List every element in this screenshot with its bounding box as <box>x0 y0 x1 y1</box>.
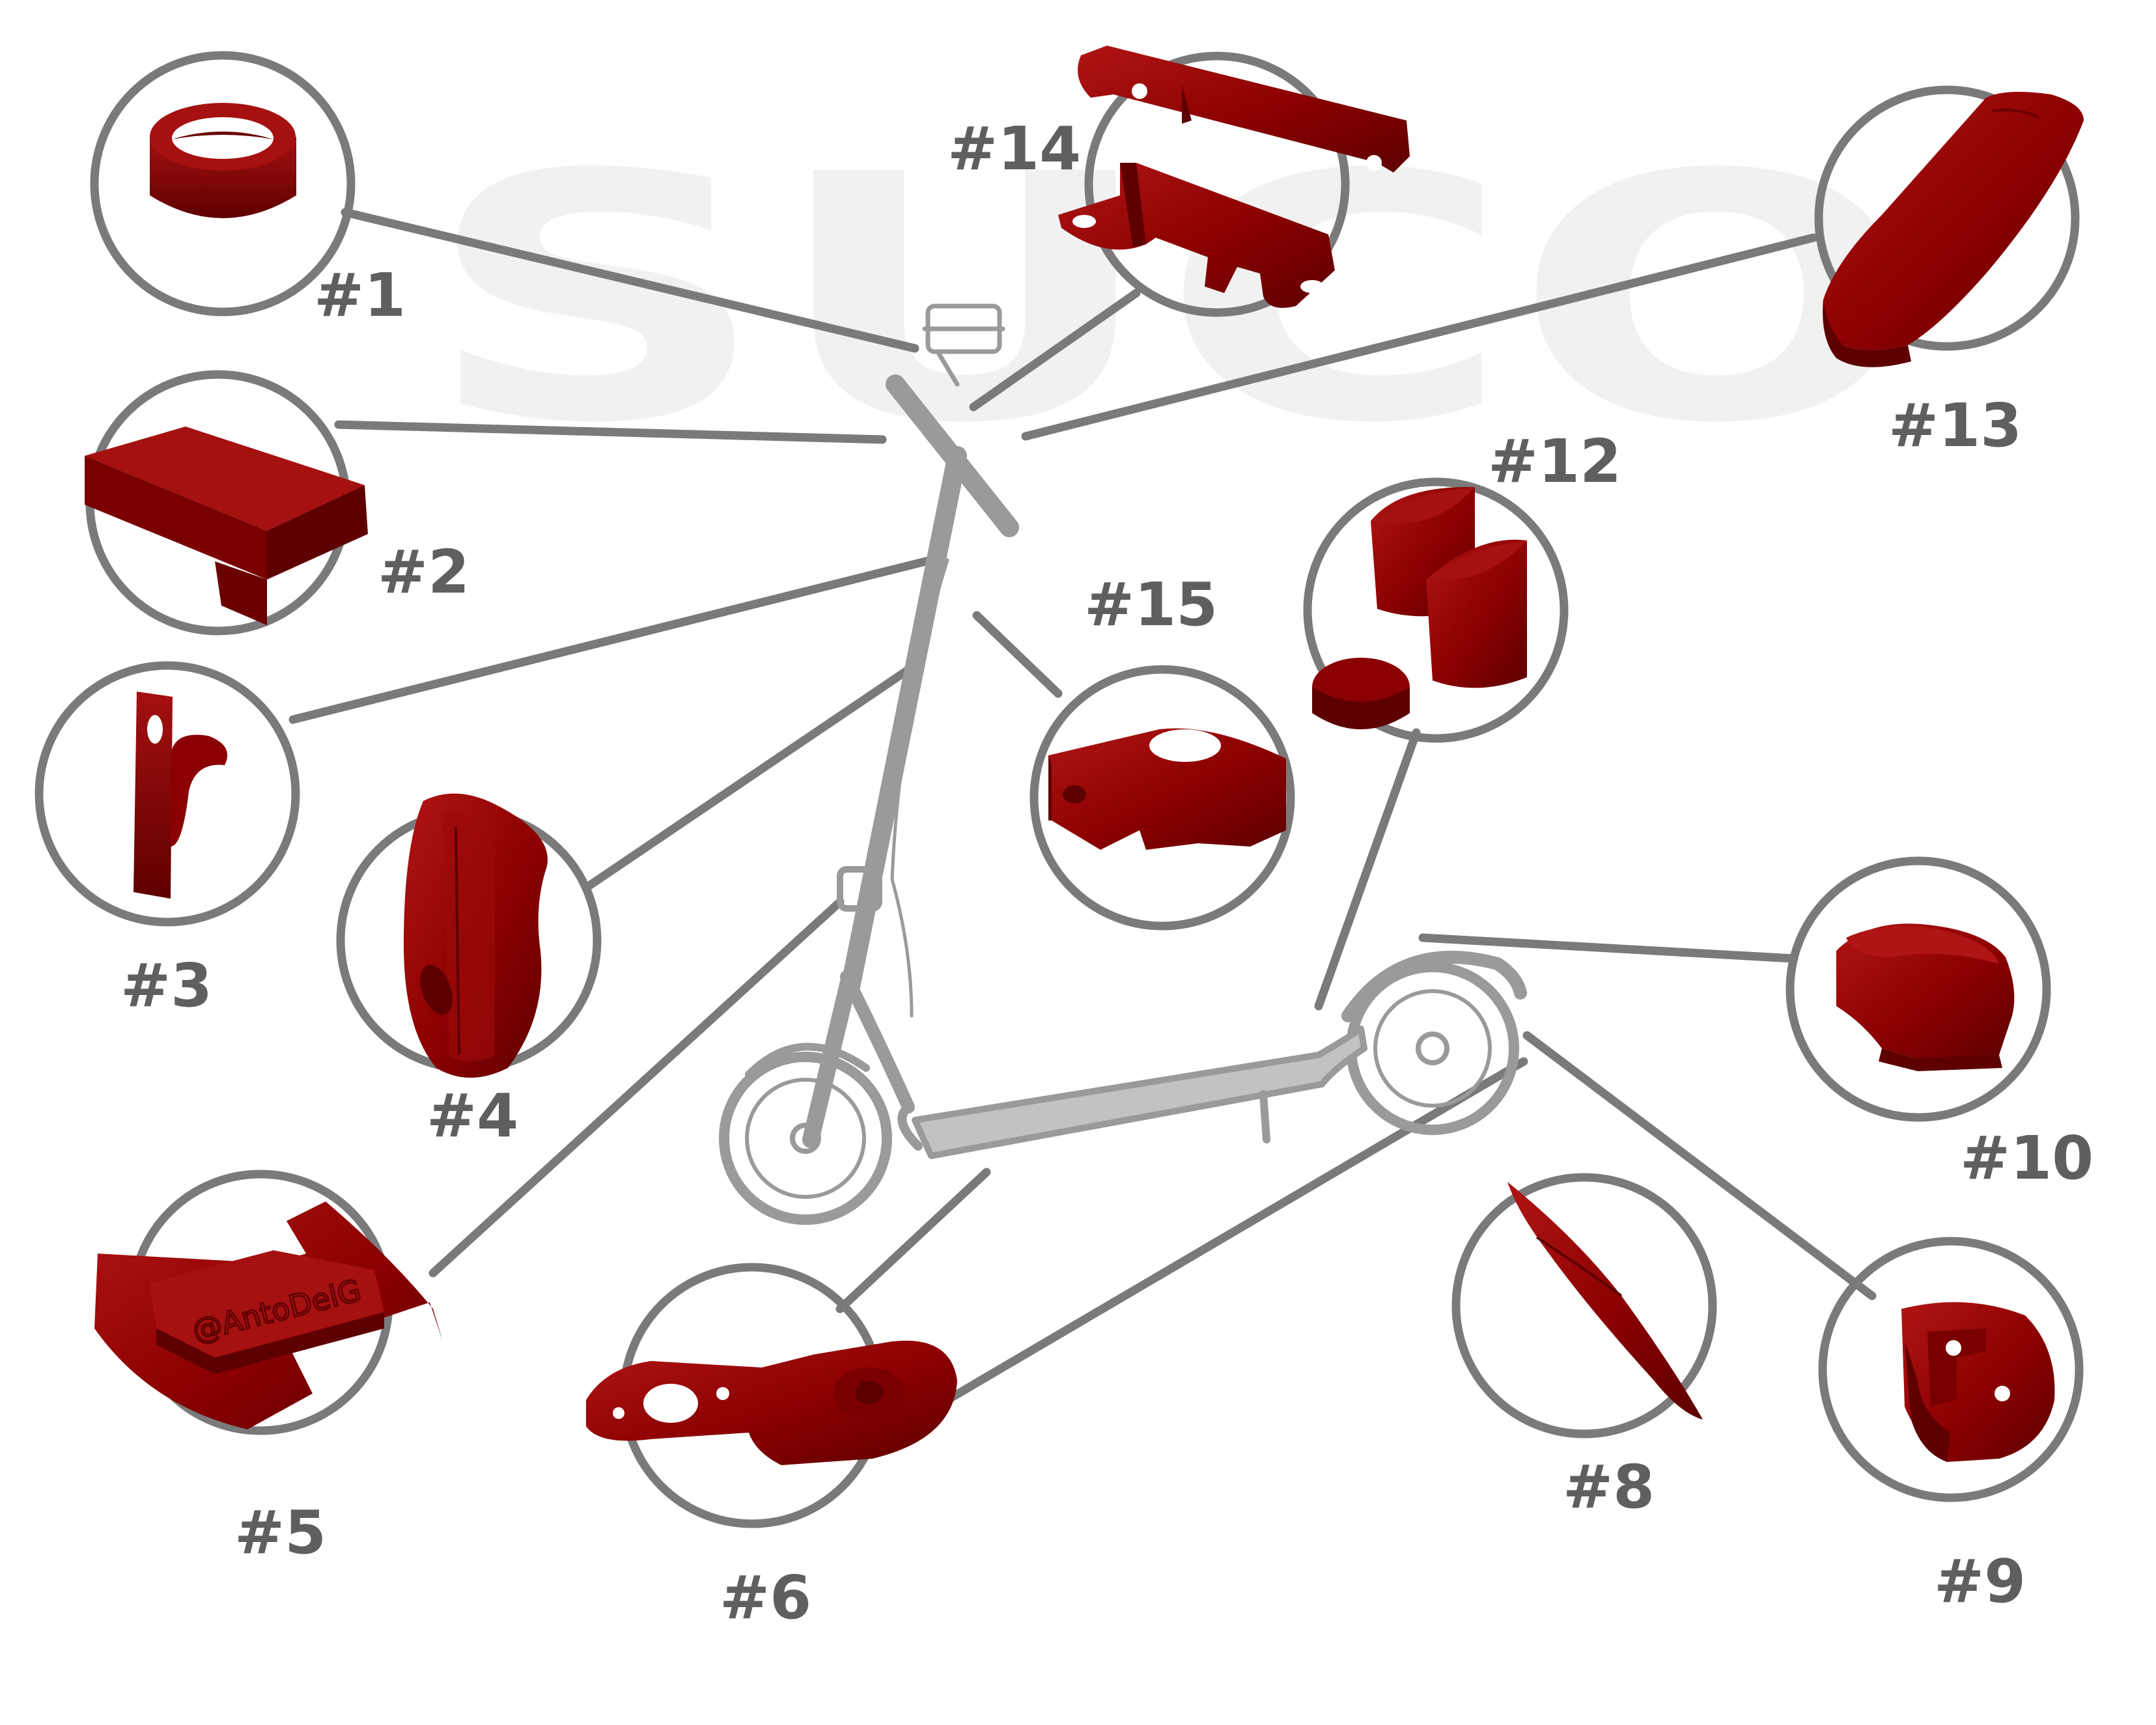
callout-circle-15 <box>1029 665 1295 931</box>
callout-circle-14 <box>1084 51 1350 317</box>
callout-circle-3 <box>35 661 300 927</box>
label-8: #8 <box>1563 1452 1655 1522</box>
connector-line-12 <box>1314 728 1421 1011</box>
phone-holder-mini <box>922 303 1005 387</box>
label-4: #4 <box>427 1081 518 1151</box>
rear-wheel-hub <box>1373 989 1492 1108</box>
part-5-folding-clip: @AntoDelG <box>94 1201 443 1429</box>
label-2: #2 <box>378 537 469 607</box>
brake-cable <box>890 558 949 1018</box>
part-4-battery-cover <box>404 793 548 1078</box>
callout-circle-12 <box>1303 477 1569 743</box>
label-5: #5 <box>234 1498 326 1567</box>
part-8-fender-blade <box>1507 1182 1703 1420</box>
front-wheel-hub <box>745 1078 866 1199</box>
label-12: #12 <box>1488 427 1621 496</box>
connector-line-10 <box>1418 933 1799 963</box>
callout-circle-8 <box>1451 1173 1717 1438</box>
callout-circle-10 <box>1785 856 2051 1122</box>
part-10-rear-cap <box>1836 923 2015 1071</box>
part-1-ring-spacer <box>150 103 296 218</box>
connector-line-5 <box>428 897 845 1278</box>
callout-circle-9 <box>1818 1237 2084 1502</box>
connector-line-1 <box>341 208 919 353</box>
stem-collar <box>837 866 882 912</box>
connector-line-4 <box>585 663 916 890</box>
kickstand <box>1259 1090 1270 1143</box>
front-wheel <box>719 1052 892 1225</box>
callout-labels: #1 #2 #3 #4 #5 #6 #8 #9 #10 #12 #13 #14 … <box>120 114 2093 1633</box>
parts: @AntoDelG <box>85 46 2084 1465</box>
callout-circle-13 <box>1814 85 2080 351</box>
part-9-latch-hook <box>1901 1302 2055 1462</box>
background-watermark: SUCO <box>423 102 1921 497</box>
part-15-tube-clamp <box>1048 728 1286 850</box>
label-6: #6 <box>720 1563 811 1633</box>
part-13-dashboard-cover <box>1823 92 2084 367</box>
label-15: #15 <box>1084 570 1218 639</box>
connector-line-6 <box>835 1168 991 1313</box>
connector-lines <box>288 208 1877 1427</box>
fork <box>802 968 858 1148</box>
connector-line-2 <box>334 420 887 444</box>
label-13: #13 <box>1888 391 2022 460</box>
part-3-hook <box>133 692 228 899</box>
connector-line-8 <box>904 1057 1528 1427</box>
deck <box>912 1026 1367 1159</box>
part-12-caps-set <box>1312 486 1527 729</box>
part-6-bell-mount <box>586 1340 957 1465</box>
part-14-phone-bracket <box>1058 46 1410 308</box>
label-9: #9 <box>1934 1547 2026 1616</box>
connector-line-15 <box>972 611 1063 698</box>
scooter-illustration <box>719 303 1527 1225</box>
fork-arm <box>840 970 915 1114</box>
handlebar <box>886 374 1019 537</box>
label-10: #10 <box>1960 1123 2093 1193</box>
callout-circle-1 <box>90 51 356 316</box>
rear-fender <box>1341 951 1527 1022</box>
stem <box>840 446 967 1000</box>
connector-line-9 <box>1522 1031 1877 1300</box>
label-14: #14 <box>947 114 1081 184</box>
connector-line-13 <box>1021 233 1818 441</box>
connector-line-14 <box>969 288 1141 412</box>
rear-wheel-axle <box>1416 1031 1449 1065</box>
front-fender <box>745 1043 870 1078</box>
part-2-cover-plate <box>85 427 368 625</box>
label-1: #1 <box>314 260 406 330</box>
label-3: #3 <box>120 951 212 1020</box>
connector-line-3 <box>288 555 936 724</box>
